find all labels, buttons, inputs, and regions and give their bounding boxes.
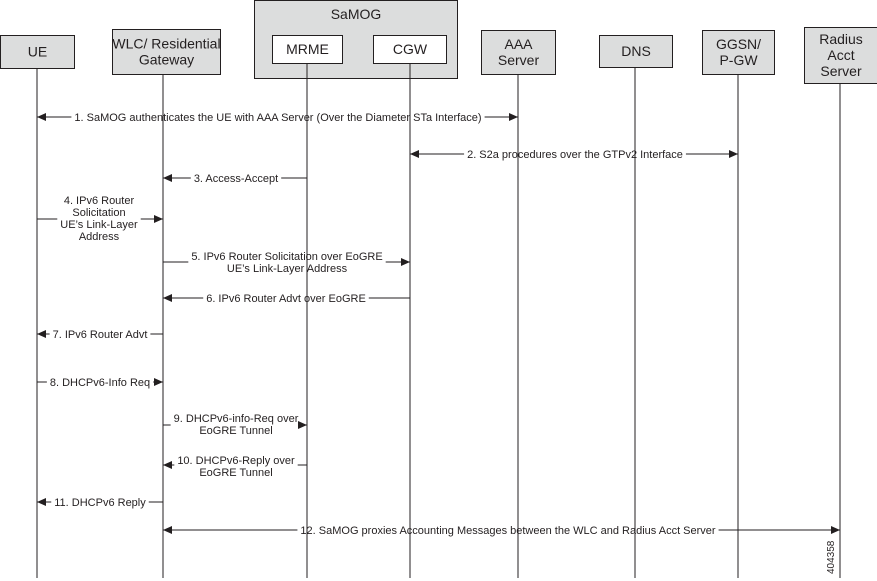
entity-label-radius: Server [820,63,862,79]
arrowhead-m7 [37,330,46,338]
entity-box-radius [804,27,877,84]
message-label-m5: 5. IPv6 Router Solicitation over EoGRE [191,251,382,263]
entity-label-wlc: WLC/ Residential [112,36,220,52]
entity-box-aaa [481,30,556,75]
message-m1: 1. SaMOG authenticates the UE with AAA S… [37,112,518,124]
entity-mrme: MRME [272,35,343,578]
arrowhead-m1 [37,113,46,121]
message-label-m7: 7. IPv6 Router Advt [53,329,148,341]
entity-box-ggsn [702,30,775,75]
entity-label-ue: UE [28,44,47,60]
entity-label-wlc: Gateway [139,52,194,68]
entity-dns: DNS [599,35,673,578]
entity-label-mrme: MRME [286,41,329,57]
message-label-m4: 4. IPv6 Router [64,195,135,207]
message-label-m4: UE’s Link-Layer [60,219,138,231]
arrowhead-m11 [37,498,46,506]
entity-box-ue [0,35,75,69]
figure-id: 404358 [826,540,837,574]
message-m3: 3. Access-Accept [163,173,307,185]
entity-label-dns: DNS [621,43,651,59]
arrowhead-m2 [729,150,738,158]
entity-label-ggsn: GGSN/ [716,36,761,52]
arrowhead-m12 [831,526,840,534]
arrowhead-m9 [298,421,307,429]
arrowhead-m12-start [163,526,172,534]
arrowhead-m8 [154,378,163,386]
entity-ue: UE [0,35,75,578]
message-m6: 6. IPv6 Router Advt over EoGRE [163,293,410,305]
message-m7: 7. IPv6 Router Advt [37,329,163,341]
entity-box-dns [599,35,673,68]
message-label-m6: 6. IPv6 Router Advt over EoGRE [206,293,366,305]
message-label-m5: UE’s Link-Layer Address [227,263,348,275]
entity-label-aaa: Server [498,52,540,68]
entity-label-cgw: CGW [393,41,428,57]
arrowhead-m4 [154,215,163,223]
message-label-m3: 3. Access-Accept [194,173,278,185]
entity-label-radius: Acct [827,47,854,63]
entity-box-wlc [112,29,221,75]
entity-cgw: CGW [373,35,447,578]
entity-label-ggsn: P-GW [719,52,758,68]
entity-label-radius: Radius [819,31,863,47]
message-label-m8: 8. DHCPv6-Info Req [50,377,150,389]
message-m5: 5. IPv6 Router Solicitation over EoGREUE… [163,251,410,275]
message-label-m11: 11. DHCPv6 Reply [54,497,146,509]
message-label-m12: 12. SaMOG proxies Accounting Messages be… [300,525,715,537]
message-label-m10: EoGRE Tunnel [199,467,272,479]
entity-ggsn: GGSN/P-GW [702,30,775,578]
message-label-m4: Address [79,231,120,243]
entity-label-aaa: AAA [504,36,533,52]
arrowhead-m3 [163,174,172,182]
arrowhead-m6 [163,294,172,302]
entity-box-mrme [272,35,343,64]
arrowhead-m1-start [509,113,518,121]
message-m8: 8. DHCPv6-Info Req [37,377,163,389]
message-label-m9: 9. DHCPv6-info-Req over [174,413,299,425]
message-label-m10: 10. DHCPv6-Reply over [177,455,295,467]
message-m2: 2. S2a procedures over the GTPv2 Interfa… [410,149,738,161]
message-m12: 12. SaMOG proxies Accounting Messages be… [163,525,840,537]
arrowhead-m10 [163,461,172,469]
message-label-m9: EoGRE Tunnel [199,425,272,437]
entity-box-cgw [373,35,447,64]
arrowhead-m5 [401,258,410,266]
arrowhead-m2-start [410,150,419,158]
message-m11: 11. DHCPv6 Reply [37,497,163,509]
message-label-m1: 1. SaMOG authenticates the UE with AAA S… [74,112,481,124]
samog-group-title: SaMOG [331,6,382,22]
message-label-m4: Solicitation [72,207,125,219]
message-label-m2: 2. S2a procedures over the GTPv2 Interfa… [467,149,683,161]
